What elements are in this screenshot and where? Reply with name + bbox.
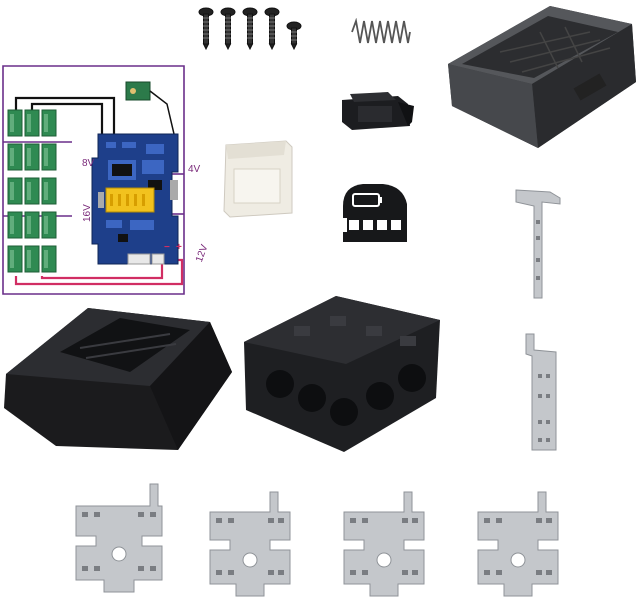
cell-holder: [240, 292, 446, 456]
battery-indicator-icon: [339, 180, 413, 244]
spring-icon: [350, 18, 412, 46]
screw-icon: [220, 7, 236, 50]
wiring-diagram: 8V 4V 16V 12V − +: [2, 64, 212, 296]
screw-icon: [286, 21, 302, 50]
voltage-label-8v: 8V: [82, 158, 95, 169]
terminal-plus-label: +: [176, 242, 182, 253]
metal-connector-strip: [518, 330, 570, 454]
battery-case-top-shell: [440, 2, 638, 150]
voltage-label-16v: 16V: [82, 204, 93, 222]
metal-terminal-plate: [72, 480, 168, 598]
voltage-label-4v: 4V: [188, 164, 201, 175]
screw-icon: [242, 7, 258, 50]
metal-terminal-plate: [474, 490, 564, 600]
release-button: [338, 90, 418, 134]
metal-terminal-plate: [206, 490, 296, 600]
screw-icon: [264, 7, 280, 50]
screw-icon: [198, 7, 214, 50]
metal-connector-strip: [510, 184, 570, 302]
white-cover: [220, 133, 296, 219]
metal-terminal-plate: [340, 490, 430, 600]
battery-base-cover: [0, 300, 236, 456]
screws: [196, 6, 308, 50]
terminal-minus-label: −: [164, 242, 170, 253]
